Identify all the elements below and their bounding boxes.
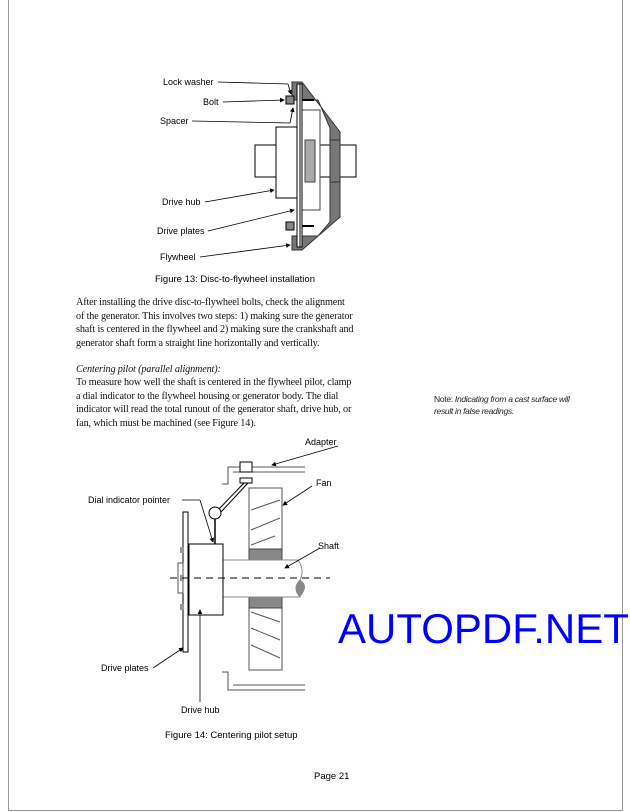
leader-arrow xyxy=(199,243,291,258)
indicator-arm xyxy=(220,482,249,513)
leader-arrow xyxy=(287,83,293,95)
fan-bushing xyxy=(248,596,283,609)
label-spacer: Spacer xyxy=(160,116,189,126)
leader-arrow xyxy=(289,107,295,124)
note-label: Note: xyxy=(434,394,453,404)
shaft-break xyxy=(296,580,305,597)
label-flywheel: Flywheel xyxy=(160,252,196,262)
section-heading: Centering pilot (parallel alignment): xyxy=(76,364,221,375)
leader-arrow xyxy=(207,208,295,232)
watermark: AUTOPDF.NET xyxy=(338,605,629,652)
text-line: a dial indicator to the flywheel housing… xyxy=(76,390,339,402)
flywheel-hub-detail xyxy=(329,139,341,183)
bolt-shape xyxy=(180,547,184,553)
leader-arrow xyxy=(271,445,339,467)
leader-arrow xyxy=(199,499,215,543)
crankshaft-left xyxy=(254,144,278,178)
leader-arrow xyxy=(284,547,321,569)
text-line: fan, which must be machined (see Figure … xyxy=(76,417,256,429)
label-adapter: Adapter xyxy=(305,437,337,447)
side-note: Note: Indicating from a cast surface wil… xyxy=(434,393,570,417)
bolt-shape xyxy=(285,221,295,231)
bolt-shape xyxy=(180,604,184,610)
label-fan: Fan xyxy=(316,478,332,488)
fan-blades xyxy=(250,499,281,659)
note-text: result in false readings. xyxy=(434,406,514,416)
leader-arrow xyxy=(222,97,285,103)
label-bolt: Bolt xyxy=(203,97,219,107)
figure-13-caption: Figure 13: Disc-to-flywheel installation xyxy=(155,274,315,285)
indicator-arm xyxy=(217,482,245,511)
paragraph-alignment-intro: After installing the drive disc-to-flywh… xyxy=(76,296,353,350)
text-line: After installing the drive disc-to-flywh… xyxy=(76,297,345,308)
label-drive-hub: Drive hub xyxy=(162,197,201,207)
pilot-detail xyxy=(304,139,316,183)
leader-line xyxy=(217,81,289,85)
label-drive-hub: Drive hub xyxy=(181,705,220,715)
paragraph-centering-pilot: To measure how well the shaft is centere… xyxy=(76,376,352,430)
text-line: of the generator. This involves two step… xyxy=(76,310,353,322)
adapter-bottom xyxy=(222,671,305,691)
drive-plates-shape xyxy=(182,511,189,653)
figure-14-caption: Figure 14: Centering pilot setup xyxy=(165,730,298,741)
leader-arrow xyxy=(282,485,313,506)
drive-plates-shape xyxy=(299,83,303,248)
leader-arrow xyxy=(204,188,275,203)
leader-arrow xyxy=(152,647,184,669)
bolt-shape xyxy=(285,95,295,105)
indicator-clamp xyxy=(239,461,253,473)
figure-14-drawing: Adapter Fan Shaft Dial indicator pointer… xyxy=(88,437,340,715)
fan-bushing xyxy=(248,548,283,561)
drive-hub-shape xyxy=(188,543,224,616)
adapter-top xyxy=(222,466,305,485)
text-line: indicator will read the total runout of … xyxy=(76,404,352,416)
indicator-clamp xyxy=(239,477,253,484)
text-line: generator shaft form a straight line hor… xyxy=(76,337,320,349)
label-drive-plates: Drive plates xyxy=(157,226,205,236)
drive-hub-shape xyxy=(275,126,298,199)
dial-indicator xyxy=(208,506,222,520)
label-lock-washer: Lock washer xyxy=(163,77,214,87)
note-text: Indicating from a cast surface will xyxy=(454,394,570,404)
leader-line xyxy=(191,120,291,124)
text-line: To measure how well the shaft is centere… xyxy=(76,377,352,388)
page-number: Page 21 xyxy=(314,771,350,782)
label-drive-plates: Drive plates xyxy=(101,663,149,673)
label-dial-indicator-pointer: Dial indicator pointer xyxy=(88,495,170,505)
label-shaft: Shaft xyxy=(318,541,340,551)
text-line: shaft is centered in the flywheel and 2)… xyxy=(76,324,354,336)
figure-13-drawing: Lock washer Bolt Spacer Drive hub Drive … xyxy=(157,77,357,262)
